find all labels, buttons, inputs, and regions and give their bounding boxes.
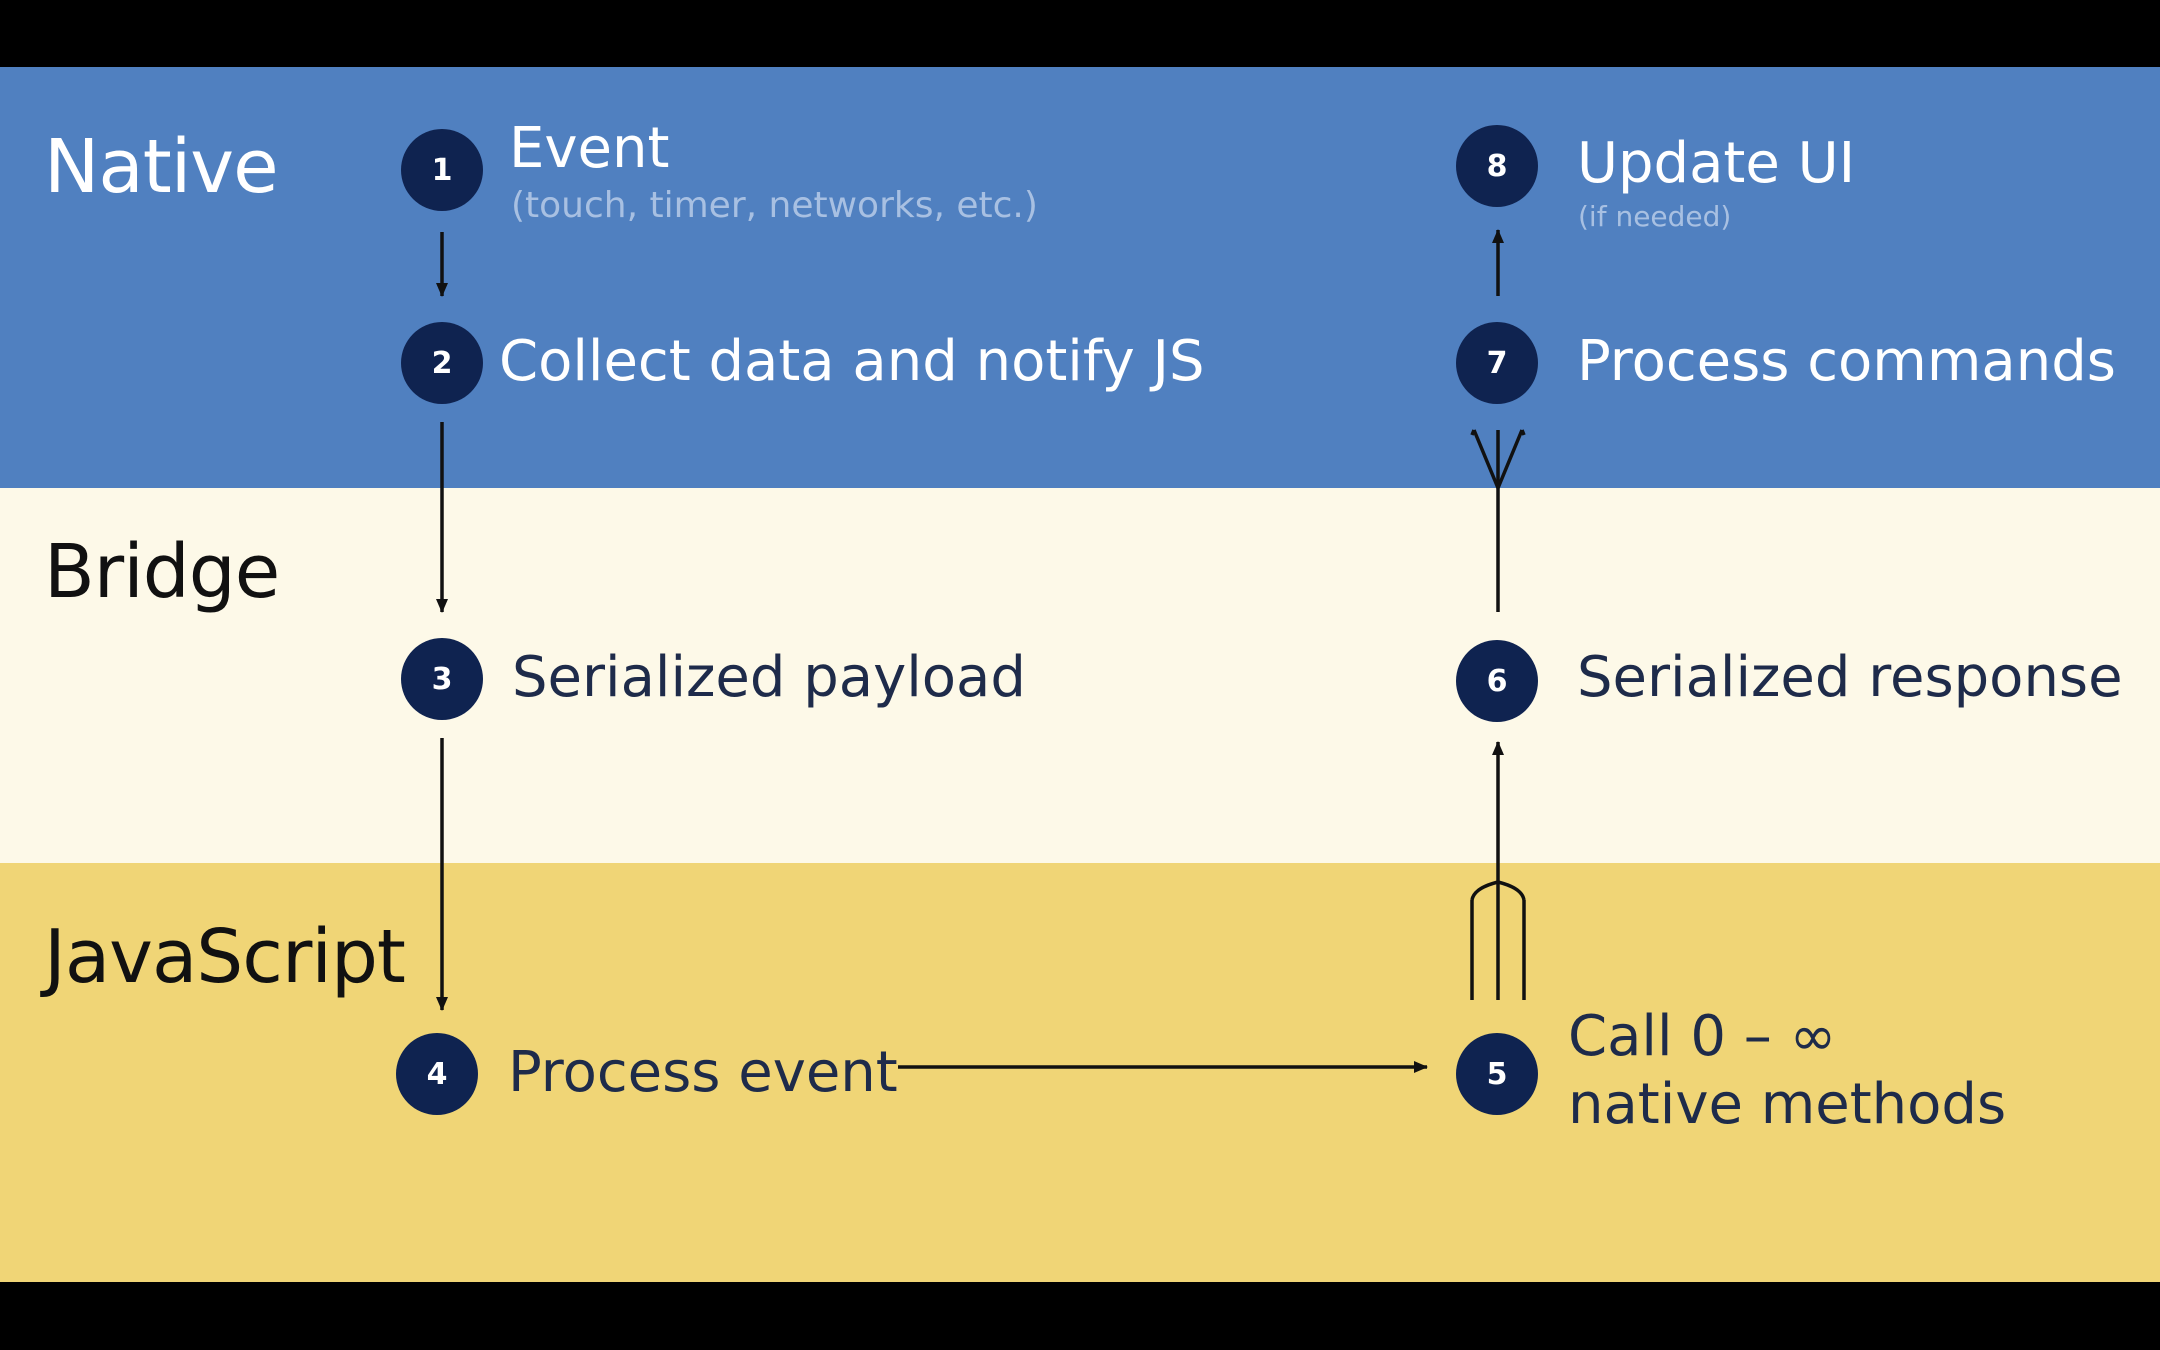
step-text-5: Call 0 – ∞	[1568, 1004, 1837, 1069]
layer-label-javascript: JavaScript	[44, 914, 406, 1000]
step-text-6: Serialized response	[1577, 645, 2123, 710]
step-badge-5: 5	[1456, 1033, 1538, 1115]
javascript-band	[0, 863, 2160, 1282]
step-text-7: Process commands	[1577, 329, 2116, 394]
bridge-band	[0, 488, 2160, 863]
layer-label-bridge: Bridge	[44, 529, 280, 615]
arrow-5-fan-in	[1470, 880, 1526, 1000]
step-text-4: Process event	[508, 1040, 898, 1105]
layer-label-native: Native	[44, 124, 279, 210]
step-badge-6: 6	[1456, 640, 1538, 722]
arrow-7-fan-out	[1470, 429, 1526, 489]
step-badge-7: 7	[1456, 322, 1538, 404]
step-badge-1: 1	[401, 129, 483, 211]
step-text-5-line-2: native methods	[1568, 1072, 2007, 1137]
step-badge-2: 2	[401, 322, 483, 404]
step-subtext-1: (touch, timer, networks, etc.)	[511, 185, 1038, 226]
step-text-2: Collect data and notify JS	[499, 329, 1205, 394]
step-badge-8: 8	[1456, 125, 1538, 207]
step-subtext-8: (if needed)	[1578, 200, 1732, 233]
step-text-8: Update UI	[1577, 131, 1856, 196]
native-band	[0, 67, 2160, 488]
step-badge-4: 4	[396, 1033, 478, 1115]
step-text-1: Event	[509, 116, 670, 181]
step-badge-3: 3	[401, 638, 483, 720]
step-text-3: Serialized payload	[512, 645, 1026, 710]
